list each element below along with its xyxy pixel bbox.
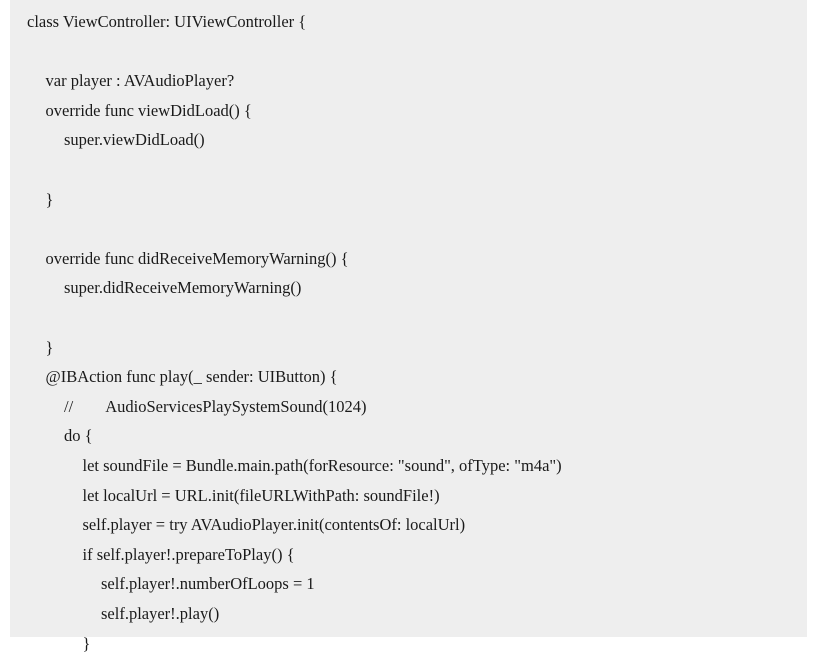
code-listing-panel: class ViewController: UIViewController {…	[10, 0, 807, 653]
code-line: super.didReceiveMemoryWarning()	[64, 278, 302, 298]
code-line: override func didReceiveMemoryWarning() …	[45, 248, 349, 268]
code-line: }	[82, 633, 91, 653]
code-line: super.viewDidLoad()	[64, 130, 205, 150]
code-line: self.player = try AVAudioPlayer.init(con…	[82, 515, 466, 535]
code-line: self.player!.numberOfLoops = 1	[101, 574, 315, 594]
code-line: }	[45, 337, 54, 357]
code-line: }	[45, 189, 54, 209]
code-line: if self.player!.prepareToPlay() {	[82, 544, 295, 564]
code-line: override func viewDidLoad() {	[45, 100, 252, 120]
code-line: // AudioServicesPlaySystemSound(1024)	[64, 396, 367, 416]
code-line: class ViewController: UIViewController {	[27, 12, 307, 31]
code-line: let localUrl = URL.init(fileURLWithPath:…	[82, 485, 440, 505]
code-line: self.player!.play()	[101, 604, 220, 623]
code-line: @IBAction func play(_ sender: UIButton) …	[45, 367, 338, 387]
code-line: let soundFile = Bundle.main.path(forReso…	[82, 456, 562, 475]
code-line: do {	[64, 426, 93, 446]
code-line: var player : AVAudioPlayer?	[45, 71, 235, 91]
